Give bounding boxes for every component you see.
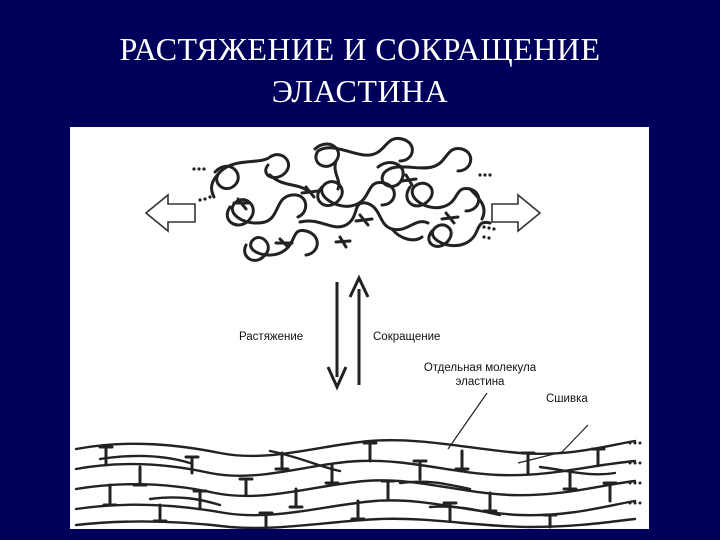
coiled-network [210,136,492,262]
molecule-label-line-2: эластина [455,376,505,388]
contract-label: Сокращение [373,331,441,343]
network-crosslinks [232,173,460,249]
slide-title-line-1: РАСТЯЖЕНИЕ И СОКРАЩЕНИЕ [119,31,601,67]
molecule-label: Отдельная молекула эластина [419,361,541,389]
up-arrow-icon [348,274,370,385]
fiber-crosslinks [98,441,618,529]
stretch-label: Растяжение [239,331,304,343]
slide-title: РАСТЯЖЕНИЕ И СОКРАЩЕНИЕ ЭЛАСТИНА [0,28,720,112]
elastin-diagram [74,136,642,529]
right-arrow-icon [491,193,542,233]
crosslink-label: Сшивка [546,393,588,405]
left-arrow-icon [144,193,196,233]
down-arrow-icon [326,282,348,391]
network-loose-ends [192,167,496,240]
stretched-fibers [74,439,637,529]
diagram-panel: Растяжение Сокращение Отдельная молекула… [70,127,649,529]
molecule-label-line-1: Отдельная молекула [423,362,537,374]
fiber-loose-ends [628,441,642,505]
slide-title-line-2: ЭЛАСТИНА [271,73,449,109]
